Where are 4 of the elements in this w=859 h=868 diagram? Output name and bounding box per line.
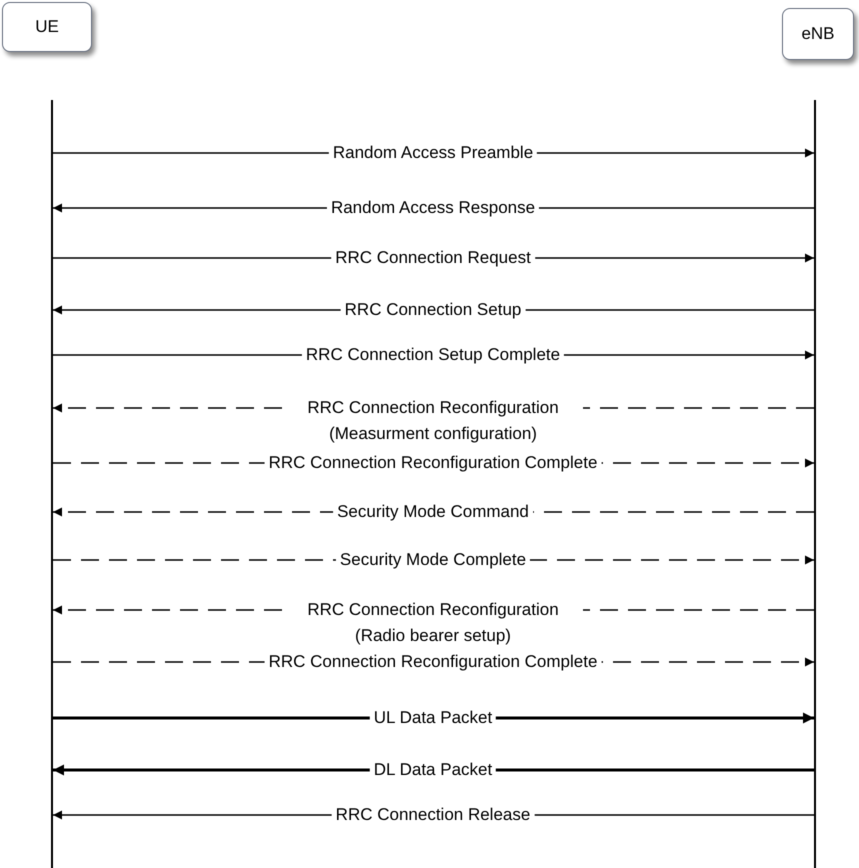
participant-box: eNB xyxy=(782,8,854,60)
participant-box: UE xyxy=(2,2,92,52)
lifeline xyxy=(51,100,53,868)
lifeline xyxy=(814,100,816,868)
